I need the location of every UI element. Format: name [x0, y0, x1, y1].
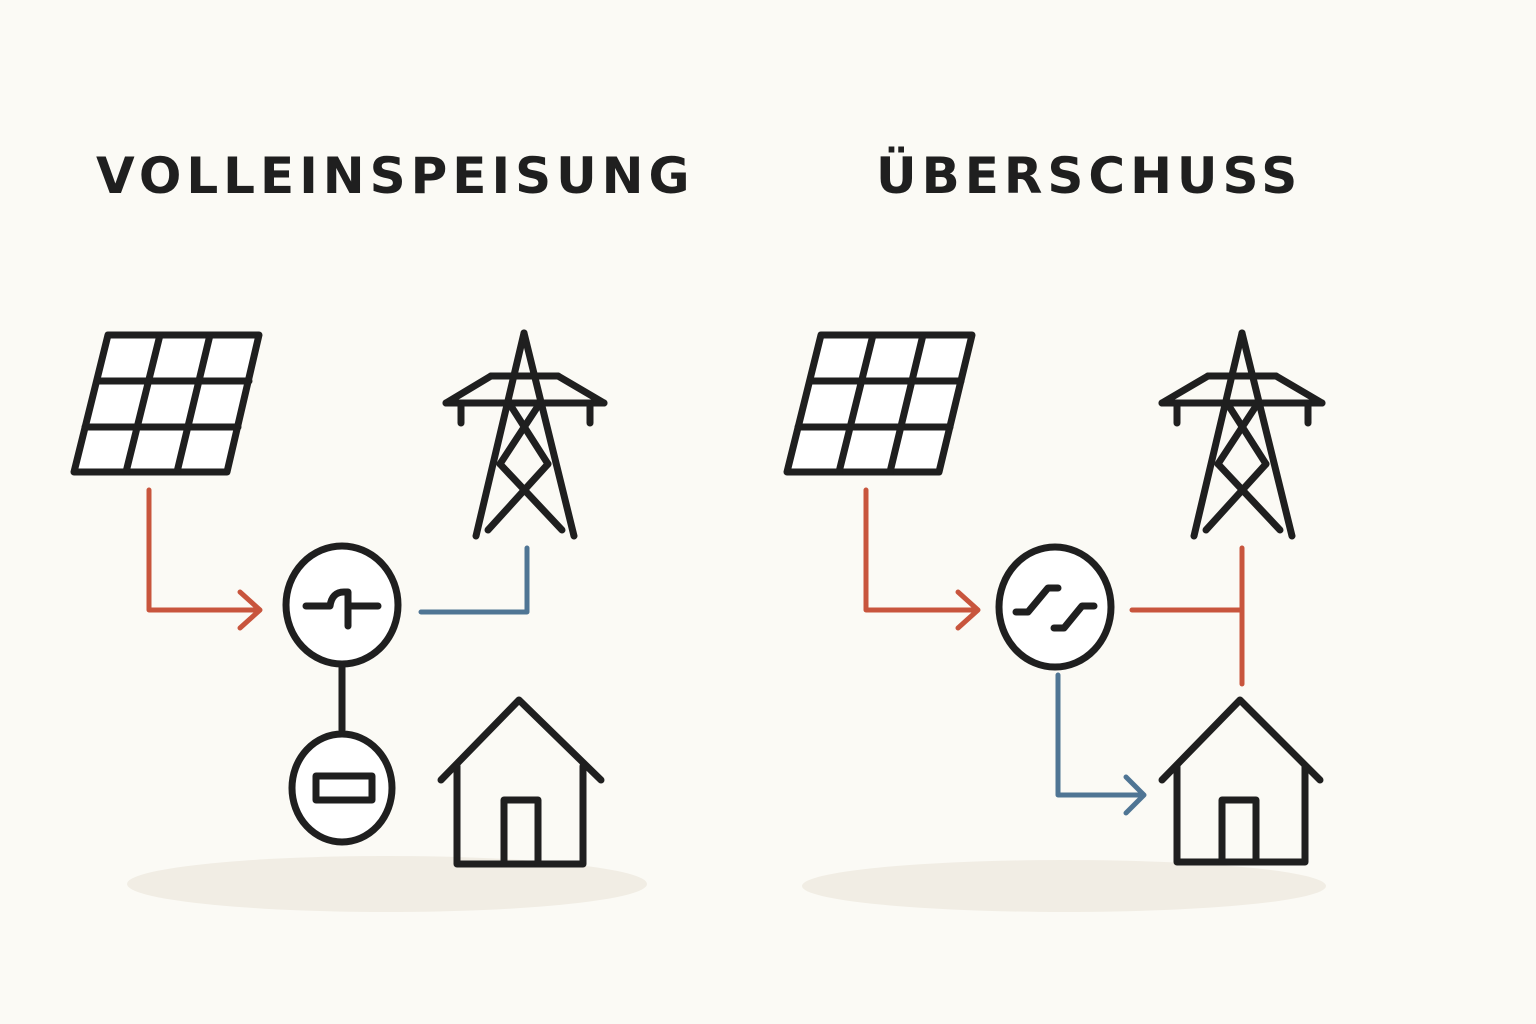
ground-shadow-left	[127, 856, 647, 912]
title-volleinspeisung: VOLLEINSPEISUNG	[96, 147, 695, 205]
surplus-feed-line-right	[1129, 545, 1245, 687]
solar-flow-arrow-left	[146, 487, 263, 631]
solar-panel-icon	[783, 331, 976, 476]
inverter-icon	[995, 543, 1115, 671]
ground-shadow-right	[802, 860, 1326, 912]
grid-feed-line-left	[418, 545, 530, 615]
solar-flow-arrow-right	[863, 487, 981, 631]
power-pylon-icon	[1158, 329, 1326, 540]
house-icon	[437, 696, 605, 868]
house-icon	[1158, 696, 1324, 866]
title-ueberschuss: ÜBERSCHUSS	[876, 147, 1303, 205]
meter-icon	[288, 660, 396, 846]
inverter-icon	[282, 542, 402, 668]
solar-panel-icon	[70, 331, 263, 476]
self-consumption-arrow-right	[1055, 672, 1147, 816]
power-pylon-icon	[442, 329, 608, 540]
